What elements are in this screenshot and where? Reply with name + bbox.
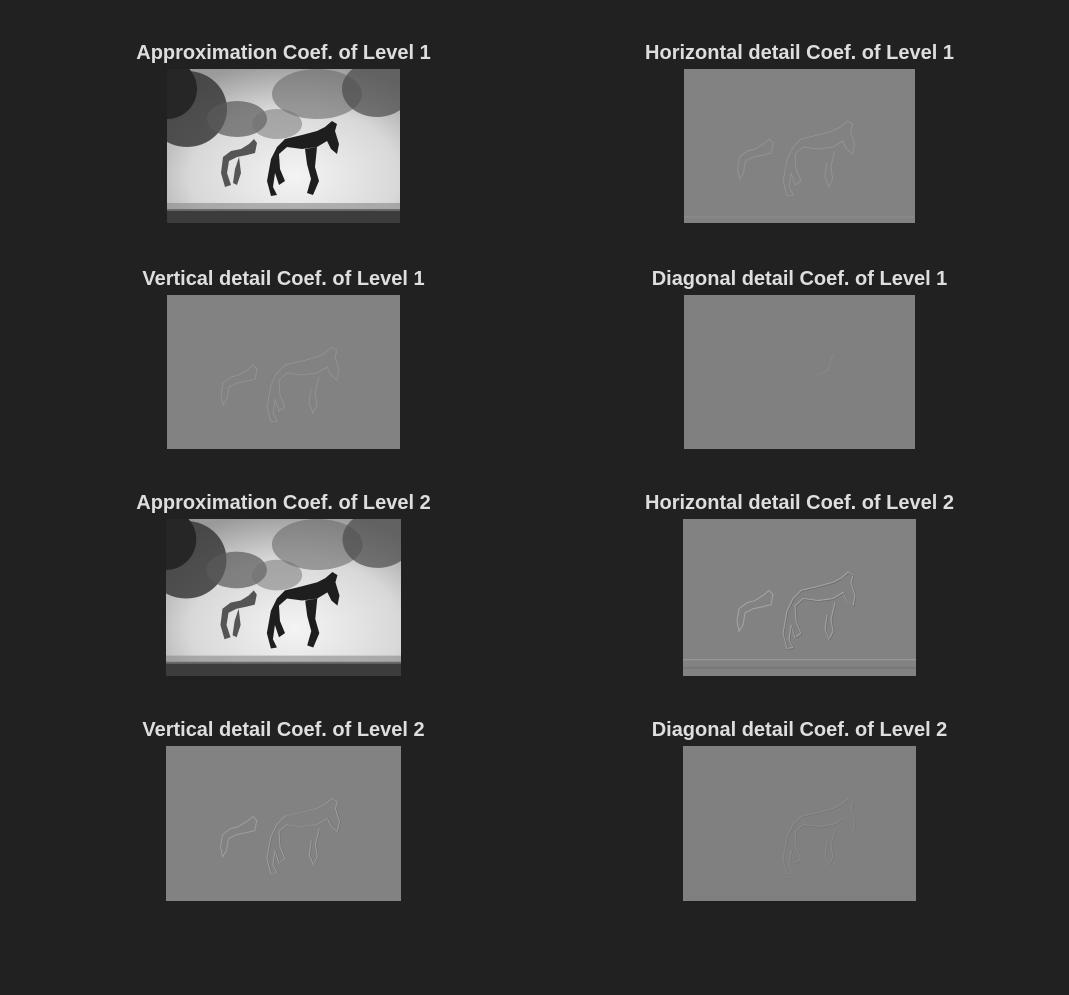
panel-title: Approximation Coef. of Level 1 [136,42,431,64]
panel-title: Horizontal detail Coef. of Level 2 [645,492,954,514]
approximation-image [166,519,401,676]
panel-title: Diagonal detail Coef. of Level 1 [651,268,948,290]
panel-title: Horizontal detail Coef. of Level 1 [645,42,954,64]
panel-title: Approximation Coef. of Level 2 [136,492,431,514]
panel-approximation-level-2: Approximation Coef. of Level 2 [136,492,431,676]
panel-vertical-detail-level-2: Vertical detail Coef. of Level 2 [142,719,425,901]
panel-vertical-detail-level-1: Vertical detail Coef. of Level 1 [142,268,425,449]
approximation-image [167,69,400,223]
panel-title: Vertical detail Coef. of Level 1 [142,268,425,290]
vertical-detail-image [167,295,400,449]
panel-diagonal-detail-level-2: Diagonal detail Coef. of Level 2 [652,719,947,901]
panel-title: Diagonal detail Coef. of Level 2 [651,719,948,741]
panel-title: Vertical detail Coef. of Level 2 [142,719,425,741]
panel-approximation-level-1: Approximation Coef. of Level 1 [136,42,431,223]
diagonal-detail-image [683,746,916,901]
vertical-detail-image [166,746,401,901]
panel-horizontal-detail-level-2: Horizontal detail Coef. of Level 2 [645,492,954,676]
diagonal-detail-image [684,295,915,449]
panel-horizontal-detail-level-1: Horizontal detail Coef. of Level 1 [645,42,954,223]
horizontal-detail-image [683,519,916,676]
panel-diagonal-detail-level-1: Diagonal detail Coef. of Level 1 [652,268,947,449]
horizontal-detail-image [684,69,915,223]
